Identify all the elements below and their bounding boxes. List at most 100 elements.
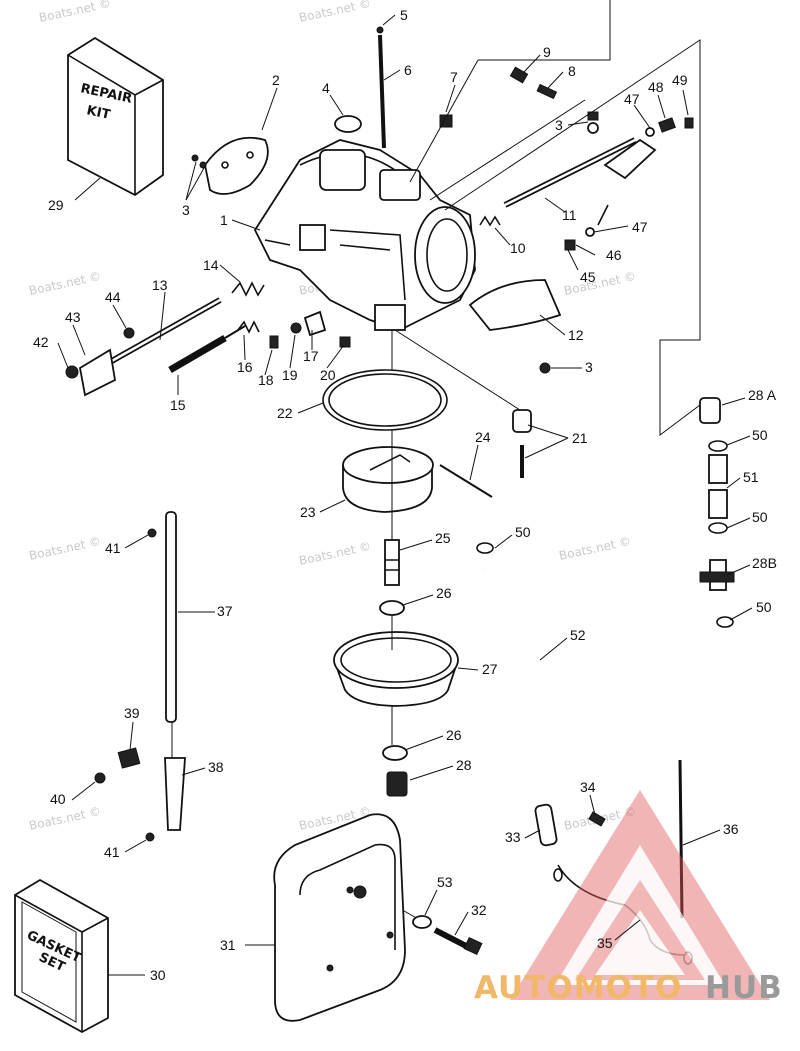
- callout-48: 48: [648, 79, 664, 95]
- callout-9: 9: [543, 44, 551, 60]
- spring-14: [231, 281, 265, 297]
- callout-18: 18: [258, 372, 274, 388]
- screws-17-20: [269, 310, 351, 349]
- callout-53: 53: [437, 874, 453, 890]
- callout-23: 23: [300, 504, 316, 520]
- rod-6: [376, 26, 386, 149]
- guide-lines: [171, 0, 701, 921]
- callout-41: 41: [104, 844, 120, 860]
- callout-31: 31: [220, 937, 236, 953]
- needle-15: [168, 325, 246, 374]
- choke-shaft-13: [65, 297, 222, 397]
- needle-valve-21: [512, 409, 532, 478]
- callout-3: 3: [182, 202, 190, 218]
- callout-32: 32: [471, 902, 487, 918]
- callout-39: 39: [124, 705, 140, 721]
- spring-16: [237, 320, 260, 334]
- washer-53: [412, 915, 432, 929]
- screw-32: [433, 927, 483, 956]
- callout-45: 45: [580, 269, 596, 285]
- callout-27: 27: [482, 661, 498, 677]
- callout-49: 49: [672, 72, 688, 88]
- callout-28b: 28B: [752, 555, 777, 571]
- logo-text-automoto: AUTOMOTO: [474, 970, 682, 1006]
- watermark: Boats.net ©: [563, 269, 638, 298]
- bowl-gasket-22: [322, 369, 448, 431]
- gasket-set-box: GASKET SET: [14, 878, 109, 1034]
- watermark: Boats.net ©: [28, 534, 103, 563]
- air-silencer-31: [273, 813, 406, 1022]
- float-23: [342, 446, 434, 513]
- callout-5: 5: [400, 7, 408, 23]
- callouts: 5 6 2 4 7 9 8 3 47 48 49 3 1 10 11 47 46…: [33, 7, 777, 983]
- callout-6: 6: [404, 62, 412, 78]
- callout-47: 47: [624, 91, 640, 107]
- logo-text-hub: HUB: [705, 970, 783, 1006]
- callout-19: 19: [282, 367, 298, 383]
- callout-42: 42: [33, 334, 49, 350]
- carburetor-body: [253, 139, 476, 331]
- washer-26-lower: [382, 745, 408, 761]
- callout-40: 40: [50, 791, 66, 807]
- linkage-37: [94, 511, 186, 842]
- callout-43: 43: [65, 309, 81, 325]
- callout-38: 38: [208, 759, 224, 775]
- watermark: Boats.net ©: [298, 539, 373, 568]
- jet-25: [384, 539, 400, 586]
- callout-50: 50: [752, 509, 768, 525]
- callout-2: 2: [272, 72, 280, 88]
- callout-11: 11: [562, 207, 577, 223]
- callout-1: 1: [220, 212, 228, 228]
- callout-50: 50: [752, 427, 768, 443]
- callout-28: 28: [456, 757, 472, 773]
- watermark: Boats.net ©: [28, 269, 103, 298]
- callout-10: 10: [510, 240, 526, 256]
- callout-30: 30: [150, 967, 166, 983]
- callout-14: 14: [203, 257, 219, 273]
- float-bowl-27: [333, 631, 459, 707]
- pin-24: [439, 464, 493, 498]
- logo-watermark: [510, 790, 770, 1000]
- washer-26: [379, 600, 405, 616]
- callout-33: 33: [505, 829, 521, 845]
- callout-26: 26: [446, 727, 462, 743]
- repair-kit-box: REPAIR KIT: [67, 36, 164, 197]
- callout-26: 26: [436, 585, 452, 601]
- callout-46: 46: [606, 247, 622, 263]
- watermark: Boats.net ©: [298, 0, 373, 25]
- callout-35: 35: [597, 935, 613, 951]
- callout-22: 22: [277, 405, 293, 421]
- callout-7: 7: [450, 69, 458, 85]
- callout-15: 15: [170, 397, 186, 413]
- callout-25: 25: [435, 530, 451, 546]
- callout-50: 50: [515, 524, 531, 540]
- throttle-shaft-11: [503, 137, 657, 237]
- callout-8: 8: [568, 63, 576, 79]
- callout-21: 21: [572, 430, 588, 446]
- repair-kit-line2: KIT: [85, 103, 112, 123]
- watermark: Boats.net ©: [28, 804, 103, 833]
- fuel-line-52: [476, 397, 735, 700]
- o-ring-4: [334, 115, 362, 133]
- small-parts: [191, 66, 694, 374]
- leader-lines: [57, 14, 753, 976]
- callout-47: 47: [632, 219, 648, 235]
- callout-29: 29: [48, 197, 64, 213]
- plate-12: [468, 279, 562, 331]
- drain-plug-28: [386, 771, 408, 797]
- callout-37: 37: [217, 603, 233, 619]
- callout-13: 13: [152, 277, 168, 293]
- callout-20: 20: [320, 367, 336, 383]
- callout-24: 24: [475, 429, 491, 445]
- spring-10: [479, 215, 576, 251]
- callout-34: 34: [580, 779, 596, 795]
- callout-51: 51: [743, 469, 759, 485]
- callout-36: 36: [723, 821, 739, 837]
- watermark: Boats.net ©: [558, 534, 633, 563]
- callout-3: 3: [585, 359, 593, 375]
- callout-52: 52: [570, 627, 586, 643]
- callout-41: 41: [105, 540, 121, 556]
- watermark: Boats.net ©: [38, 0, 113, 25]
- callout-44: 44: [105, 289, 121, 305]
